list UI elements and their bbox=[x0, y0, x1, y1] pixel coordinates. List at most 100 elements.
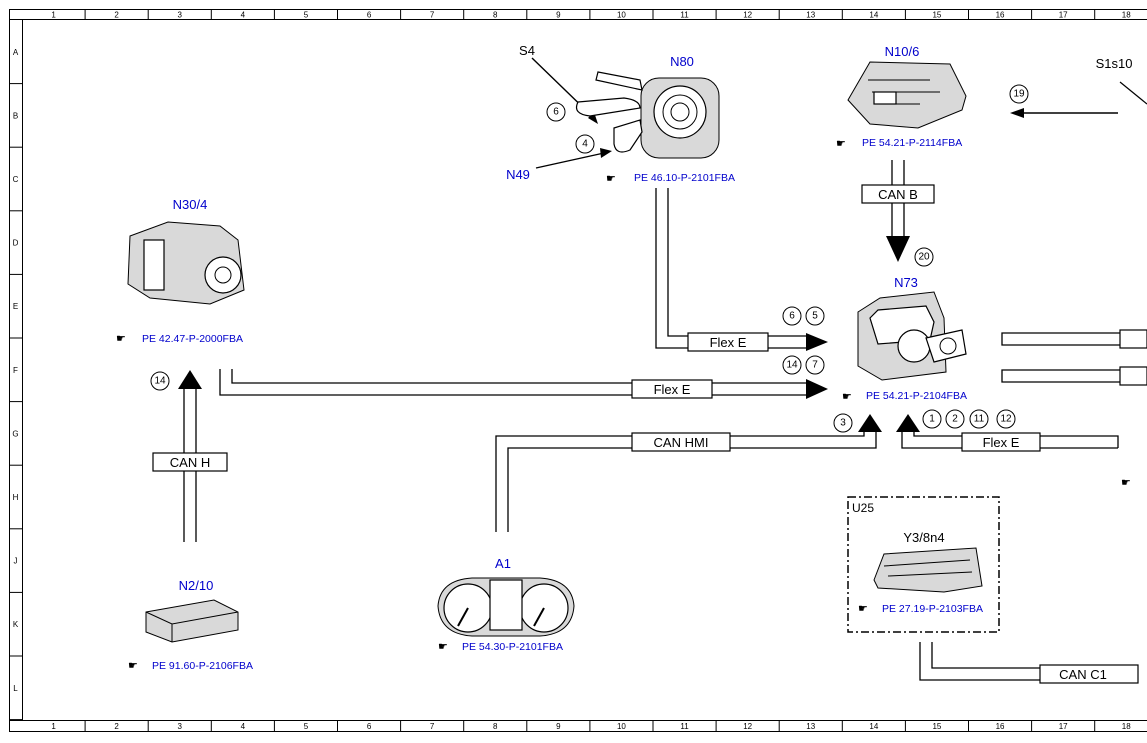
n10-6-ref[interactable]: PE 54.21-P-2114FBA bbox=[862, 137, 962, 149]
can-hmi-label: CAN HMI bbox=[654, 435, 709, 450]
row-label: G bbox=[12, 429, 18, 438]
marker-14a: 14 bbox=[782, 355, 802, 375]
can-c1-label: CAN C1 bbox=[1059, 667, 1107, 682]
column-label-top: 3 bbox=[178, 11, 183, 20]
a1-ref[interactable]: PE 54.30-P-2101FBA bbox=[462, 641, 563, 653]
marker-5: 5 bbox=[805, 306, 825, 326]
n49-label: N49 bbox=[506, 167, 530, 182]
ref-hand-icon: ☛ bbox=[128, 660, 138, 672]
svg-text:20: 20 bbox=[918, 252, 930, 263]
marker-7: 7 bbox=[805, 355, 825, 375]
marker-2: 2 bbox=[945, 409, 965, 429]
flex-e-n30-label-box: Flex E bbox=[631, 379, 713, 399]
svg-text:3: 3 bbox=[840, 418, 846, 429]
marker-6: 6 bbox=[782, 306, 802, 326]
marker-3: 3 bbox=[833, 413, 853, 433]
n73-ref[interactable]: PE 54.21-P-2104FBA bbox=[866, 390, 967, 402]
a1-instrument-cluster: A1 PE 54.30-P-2101FBA ☛ bbox=[437, 556, 575, 653]
column-label-bottom: 2 bbox=[114, 722, 119, 731]
n2-10-label: N2/10 bbox=[179, 578, 214, 593]
marker-11: 11 bbox=[969, 409, 989, 429]
flex-e-n30-label: Flex E bbox=[654, 382, 691, 397]
column-label-top: 4 bbox=[241, 11, 246, 20]
column-label-bottom: 6 bbox=[367, 722, 372, 731]
column-label-top: 16 bbox=[996, 11, 1005, 20]
svg-text:19: 19 bbox=[1013, 89, 1025, 100]
n80-ref[interactable]: PE 46.10-P-2101FBA bbox=[634, 172, 735, 184]
marker-20: 20 bbox=[914, 247, 934, 267]
n80-label: N80 bbox=[670, 54, 694, 69]
column-label-bottom: 4 bbox=[241, 722, 246, 731]
column-label-top: 7 bbox=[430, 11, 435, 20]
row-label: F bbox=[13, 366, 18, 375]
ref-hand-icon: ☛ bbox=[1121, 477, 1131, 489]
n30-4-label: N30/4 bbox=[173, 197, 208, 212]
row-label: A bbox=[13, 48, 19, 57]
column-label-bottom: 12 bbox=[743, 722, 752, 731]
column-label-bottom: 14 bbox=[869, 722, 878, 731]
arrowhead-s1s10 bbox=[1010, 108, 1024, 118]
marker-1: 1 bbox=[922, 409, 942, 429]
svg-text:1: 1 bbox=[929, 414, 935, 425]
y3-8n4-ref[interactable]: PE 27.19-P-2103FBA bbox=[882, 603, 983, 615]
arrowhead-can-b bbox=[886, 236, 910, 262]
column-label-top: 12 bbox=[743, 11, 752, 20]
u25-label: U25 bbox=[852, 501, 874, 515]
can-c1-label-box: CAN C1 bbox=[1039, 664, 1139, 684]
row-label: L bbox=[13, 684, 18, 693]
n10-6-label: N10/6 bbox=[885, 44, 920, 59]
can-h-label-box: CAN H bbox=[152, 452, 228, 472]
column-label-bottom: 10 bbox=[617, 722, 626, 731]
marker-s4-4: 4 bbox=[575, 134, 595, 154]
svg-text:11: 11 bbox=[974, 414, 985, 425]
column-label-top: 14 bbox=[869, 11, 878, 20]
ref-hand-icon: ☛ bbox=[836, 138, 846, 150]
n2-10-ref[interactable]: PE 91.60-P-2106FBA bbox=[152, 660, 253, 672]
n30-4-esp-module: N30/4 PE 42.47-P-2000FBA ☛ bbox=[116, 197, 245, 345]
n80-steering-column-module: N80 PE 46.10-P-2101FBA ☛ bbox=[575, 54, 735, 185]
n49-stalk bbox=[613, 119, 643, 153]
column-label-bottom: 9 bbox=[556, 722, 561, 731]
row-label: E bbox=[13, 302, 18, 311]
column-label-top: 8 bbox=[493, 11, 498, 20]
flex-e-right-label-box: Flex E bbox=[961, 432, 1041, 452]
n73-label: N73 bbox=[894, 275, 918, 290]
row-label: J bbox=[14, 557, 18, 566]
row-label: K bbox=[13, 620, 19, 629]
column-label-top: 18 bbox=[1122, 11, 1131, 20]
row-label: H bbox=[13, 493, 19, 502]
column-label-top: 2 bbox=[114, 11, 119, 20]
arrowhead-flex-e-n80 bbox=[806, 333, 828, 351]
flex-e-n80-label-box: Flex E bbox=[687, 332, 769, 352]
column-label-bottom: 16 bbox=[996, 722, 1005, 731]
row-label: C bbox=[13, 175, 19, 184]
arrowhead-can-hmi bbox=[858, 414, 882, 432]
ref-hand-icon: ☛ bbox=[438, 641, 448, 653]
n73-ignition-switch-module: N73 PE 54.21-P-2104FBA ☛ bbox=[842, 275, 967, 403]
svg-text:12: 12 bbox=[1000, 414, 1012, 425]
n10-6-module: N10/6 PE 54.21-P-2114FBA ☛ bbox=[836, 44, 967, 150]
column-label-bottom: 1 bbox=[51, 722, 56, 731]
flex-e-n80-label: Flex E bbox=[710, 335, 747, 350]
svg-text:5: 5 bbox=[812, 311, 818, 322]
ref-hand-icon: ☛ bbox=[858, 603, 868, 615]
arrowhead-flex-e-n30 bbox=[806, 379, 828, 399]
column-label-top: 1 bbox=[51, 11, 56, 20]
marker-14b: 14 bbox=[150, 371, 170, 391]
column-label-bottom: 18 bbox=[1122, 722, 1131, 731]
column-label-top: 5 bbox=[304, 11, 309, 20]
svg-text:6: 6 bbox=[553, 107, 559, 118]
column-label-bottom: 17 bbox=[1059, 722, 1068, 731]
column-label-top: 6 bbox=[367, 11, 372, 20]
column-label-bottom: 5 bbox=[304, 722, 309, 731]
svg-text:14: 14 bbox=[786, 360, 798, 371]
u25-group: U25 Y3/8n4 PE 27.19-P-2103FBA ☛ bbox=[847, 496, 1000, 633]
column-label-top: 9 bbox=[556, 11, 561, 20]
flex-e-right-label: Flex E bbox=[983, 435, 1020, 450]
arrowhead-can-h bbox=[178, 370, 202, 389]
can-h-label: CAN H bbox=[170, 455, 210, 470]
n30-4-ref[interactable]: PE 42.47-P-2000FBA bbox=[142, 333, 243, 345]
s1s10-label: S1s10 bbox=[1096, 56, 1133, 71]
flex-e-bus-n30 bbox=[219, 369, 806, 396]
